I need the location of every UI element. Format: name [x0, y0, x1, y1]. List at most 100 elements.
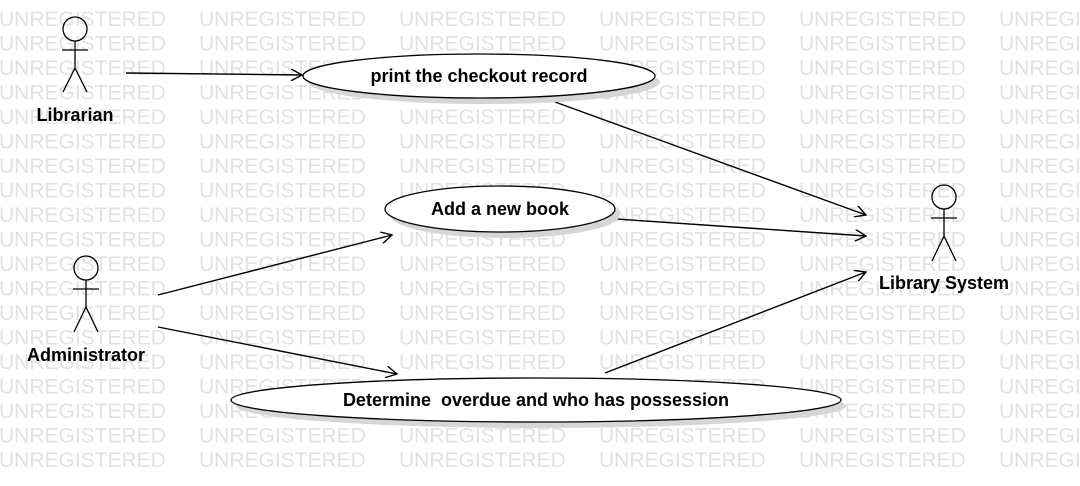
watermark-text: UNREGISTERED — [999, 253, 1080, 276]
watermark-text: UNREGISTERED — [0, 327, 166, 350]
use-case-print-checkout[interactable]: print the checkout record — [302, 53, 660, 104]
watermark-text: UNREGISTERED — [799, 204, 966, 227]
watermark-text: UNREGISTERED — [799, 376, 966, 399]
watermark-text: UNREGISTERED — [599, 131, 766, 154]
actor-librarian[interactable]: Librarian — [36, 16, 114, 125]
watermark-text: UNREGISTERED — [599, 302, 766, 325]
watermark-text: UNREGISTERED — [599, 229, 766, 252]
watermark-text: UNREGISTERED — [0, 204, 166, 227]
watermark-text: UNREGISTERED — [799, 155, 966, 178]
watermark-text: UNREGISTERED — [999, 449, 1080, 472]
watermark-text: UNREGISTERED — [199, 351, 366, 374]
actor-administrator[interactable]: Administrator — [27, 255, 145, 365]
watermark-text: UNREGISTERED — [599, 106, 766, 129]
watermark-text: UNREGISTERED — [799, 302, 966, 325]
watermark-text: UNREGISTERED — [999, 327, 1080, 350]
use-case-add-book[interactable]: Add a new book — [384, 185, 620, 238]
watermark-text: UNREGISTERED — [799, 57, 966, 80]
watermark-text: UNREGISTERED — [0, 33, 166, 56]
watermark-text: UNREGISTERED — [199, 180, 366, 203]
watermark-text: UNREGISTERED — [999, 33, 1080, 56]
use-case-add-book-label: Add a new book — [431, 199, 570, 219]
watermark-text: UNREGISTERED — [999, 106, 1080, 129]
watermark-text: UNREGISTERED — [199, 449, 366, 472]
actor-library-system-label: Library System — [879, 273, 1009, 293]
watermark-text: UNREGISTERED — [0, 180, 166, 203]
watermark-text: UNREGISTERED — [399, 278, 566, 301]
watermark-text: UNREGISTERED — [399, 106, 566, 129]
watermark-text: UNREGISTERED — [599, 449, 766, 472]
watermark-text: UNREGISTERED — [399, 327, 566, 350]
watermark-text: UNREGISTERED — [0, 253, 166, 276]
actor-library-system[interactable]: Library System — [879, 184, 1009, 293]
watermark-text: UNREGISTERED — [199, 425, 366, 448]
watermark-text: UNREGISTERED — [799, 131, 966, 154]
watermark-text: UNREGISTERED — [999, 131, 1080, 154]
watermark-text: UNREGISTERED — [599, 155, 766, 178]
use-case-print-checkout-label: print the checkout record — [370, 66, 587, 86]
watermark-text: UNREGISTERED — [599, 33, 766, 56]
association-librarian-print — [125, 73, 302, 75]
watermark-text: UNREGISTERED — [0, 229, 166, 252]
watermark-text: UNREGISTERED — [199, 327, 366, 350]
watermark-text: UNREGISTERED — [199, 204, 366, 227]
watermark-text: UNREGISTERED — [199, 302, 366, 325]
watermark-text: UNREGISTERED — [0, 155, 166, 178]
watermark-text: UNREGISTERED — [0, 131, 166, 154]
watermark-text: UNREGISTERED — [599, 180, 766, 203]
watermark-text: UNREGISTERED — [799, 278, 966, 301]
watermark-text: UNREGISTERED — [799, 82, 966, 105]
watermark-text: UNREGISTERED — [399, 8, 566, 31]
watermark-text: UNREGISTERED — [0, 449, 166, 472]
watermark-text: UNREGISTERED — [199, 278, 366, 301]
watermark-text: UNREGISTERED — [999, 425, 1080, 448]
watermark-text: UNREGISTERED — [399, 155, 566, 178]
watermark-text: UNREGISTERED — [0, 400, 166, 423]
actor-librarian-label: Librarian — [36, 105, 113, 125]
watermark-text: UNREGISTERED — [999, 155, 1080, 178]
watermark-text: UNREGISTERED — [199, 106, 366, 129]
association-add-system — [615, 218, 866, 236]
watermark-text: UNREGISTERED — [799, 33, 966, 56]
watermark-text: UNREGISTERED — [599, 278, 766, 301]
watermark-text: UNREGISTERED — [399, 425, 566, 448]
watermark-text: UNREGISTERED — [0, 425, 166, 448]
association-admin-add — [157, 235, 392, 296]
watermark-text: UNREGISTERED — [0, 376, 166, 399]
watermark-text: UNREGISTERED — [0, 351, 166, 374]
association-print-system — [554, 101, 866, 215]
watermark-text: UNREGISTERED — [999, 82, 1080, 105]
watermark-text: UNREGISTERED — [799, 229, 966, 252]
watermark-text: UNREGISTERED — [799, 253, 966, 276]
watermark-text: UNREGISTERED — [0, 57, 166, 80]
watermark-text: UNREGISTERED — [0, 82, 166, 105]
watermark-text: UNREGISTERED — [999, 351, 1080, 374]
watermark-text: UNREGISTERED — [999, 278, 1080, 301]
watermark-text: UNREGISTERED — [599, 253, 766, 276]
watermark-text: UNREGISTERED — [999, 376, 1080, 399]
actor-administrator-label: Administrator — [27, 345, 145, 365]
stick-figure-icon — [62, 16, 88, 93]
watermark-text: UNREGISTERED — [999, 400, 1080, 423]
watermark-text: UNREGISTERED — [999, 180, 1080, 203]
watermark-text: UNREGISTERED — [999, 57, 1080, 80]
watermark-text: UNREGISTERED — [0, 106, 166, 129]
watermark-text: UNREGISTERED — [999, 8, 1080, 31]
use-case-determine-overdue[interactable]: Determine overdue and who has possession — [230, 377, 846, 428]
watermark-text: UNREGISTERED — [799, 180, 966, 203]
watermark-text: UNREGISTERED — [199, 8, 366, 31]
watermark-text: UNREGISTERED — [799, 327, 966, 350]
watermark-text: UNREGISTERED — [399, 449, 566, 472]
watermark-text: UNREGISTERED — [399, 131, 566, 154]
watermark-text: UNREGISTERED — [599, 8, 766, 31]
watermark-text: UNREGISTERED — [399, 302, 566, 325]
watermark-text: UNREGISTERED — [599, 351, 766, 374]
association-determine-system — [604, 272, 866, 374]
watermark-text: UNREGISTERED — [199, 33, 366, 56]
watermark-text: UNREGISTERED — [399, 351, 566, 374]
watermark-text: UNREGISTERED — [799, 425, 966, 448]
use-case-determine-overdue-label: Determine overdue and who has possession — [343, 390, 729, 410]
watermark-text: UNREGISTERED — [799, 449, 966, 472]
